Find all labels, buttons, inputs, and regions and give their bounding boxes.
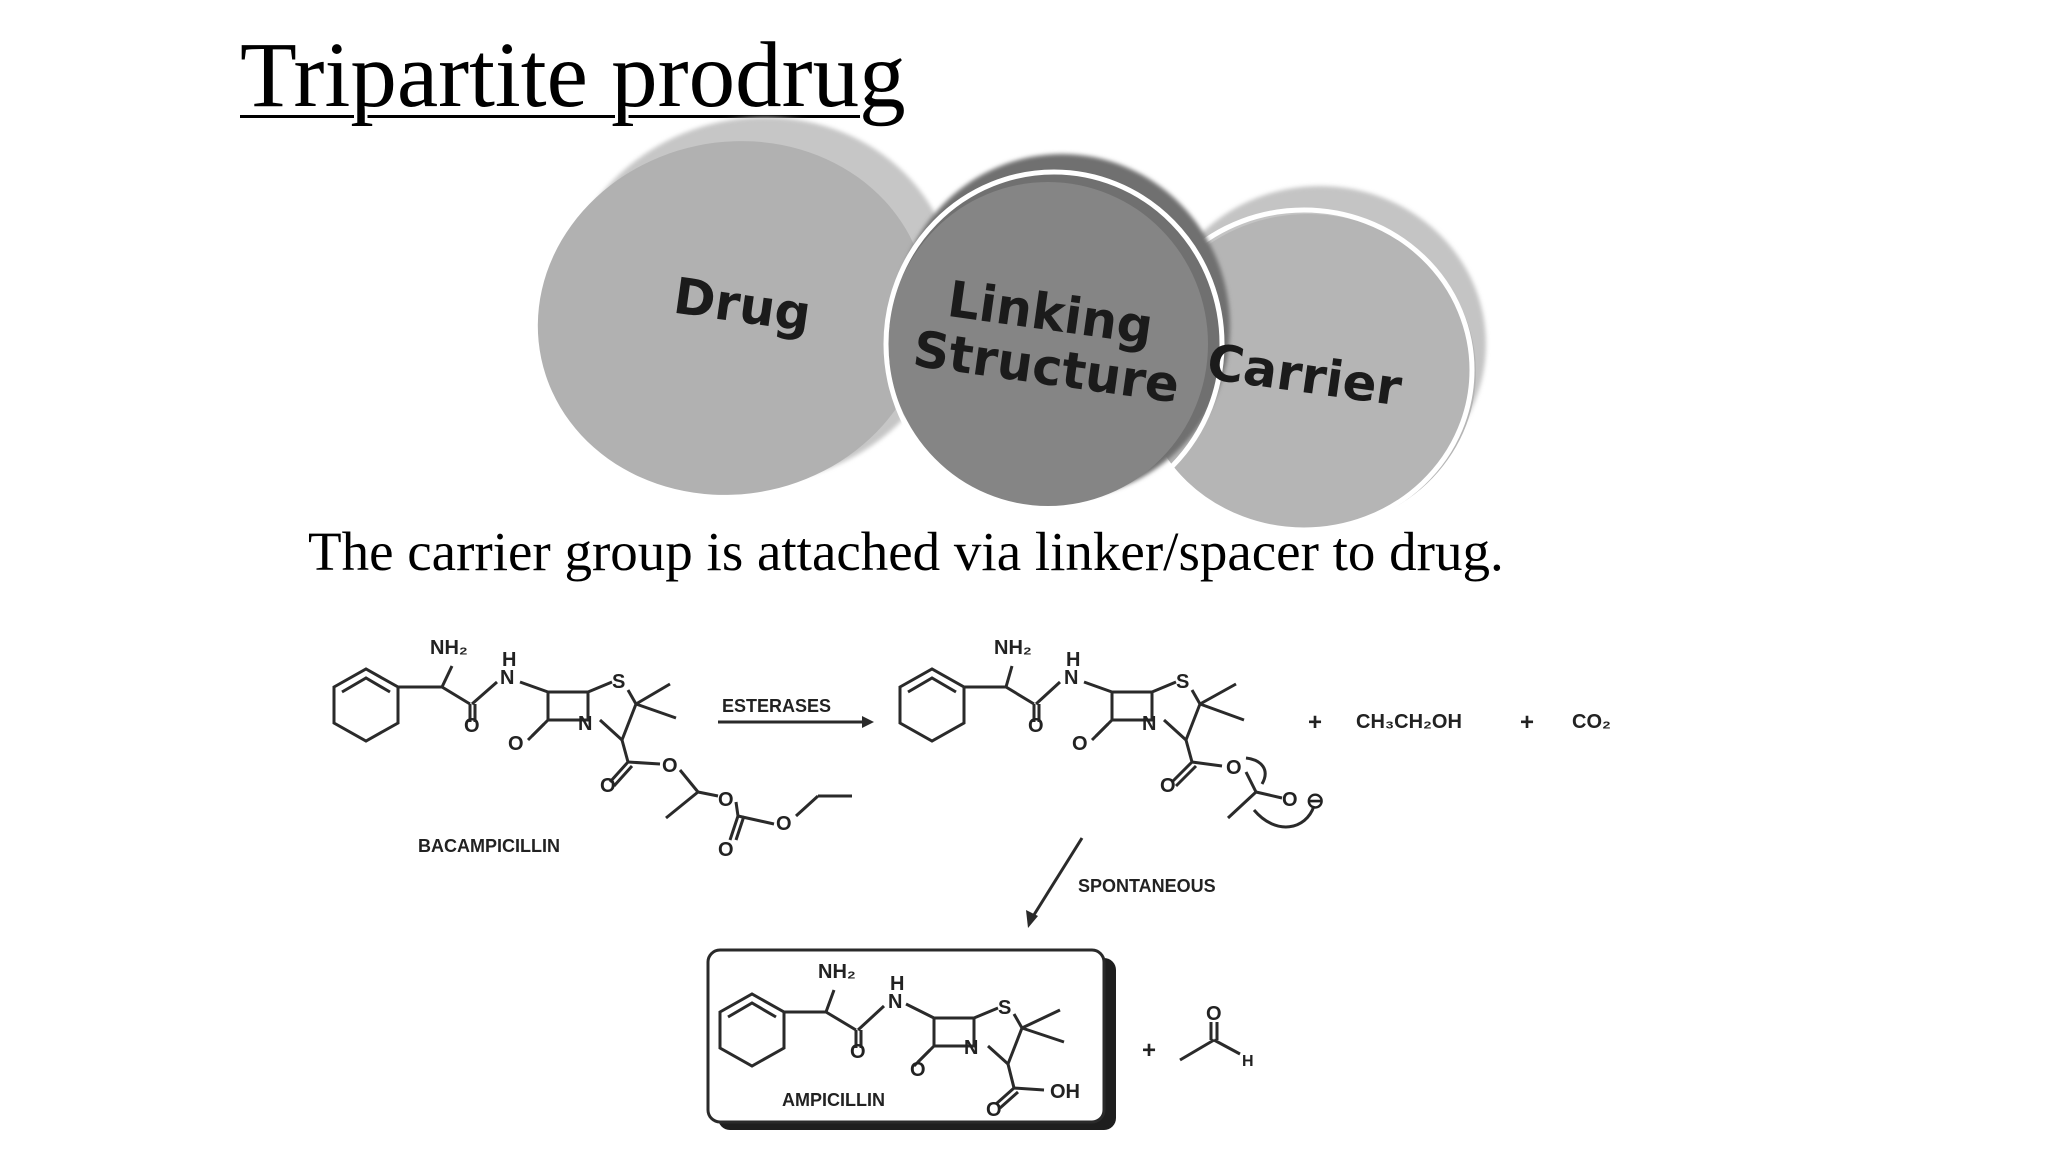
- acetaldehyde-structure: [1179, 1022, 1241, 1062]
- drug-circle: [537, 141, 929, 495]
- o-label: O: [662, 755, 678, 777]
- electron-arrow: [1252, 805, 1316, 829]
- benzene-ring: [898, 667, 966, 743]
- bacampicillin-structure: [332, 665, 852, 841]
- h-label: H: [890, 973, 904, 995]
- ampicillin-label: AMPICILLIN: [782, 1090, 885, 1110]
- n-label: N: [578, 713, 592, 735]
- o-label: O: [718, 839, 734, 861]
- n-label: N: [888, 991, 902, 1013]
- o-label: O: [1072, 733, 1088, 755]
- plus-sign: +: [1142, 1037, 1156, 1064]
- plus-sign: +: [1520, 709, 1534, 736]
- ethanol-label: CH₃CH₂OH: [1356, 711, 1462, 733]
- h-label: H: [502, 649, 516, 671]
- o-label: O: [1282, 789, 1298, 811]
- oh-label: OH: [1050, 1081, 1080, 1103]
- o-label: O: [1160, 775, 1176, 797]
- co2-label: CO₂: [1572, 711, 1611, 733]
- esterases-label: ESTERASES: [722, 696, 831, 716]
- o-label: O: [718, 789, 734, 811]
- s-label: S: [1176, 671, 1189, 693]
- o-label: O: [464, 715, 480, 737]
- caption: The carrier group is attached via linker…: [308, 521, 1504, 582]
- ampicillin-box: [706, 948, 1106, 1124]
- o-label: O: [1226, 757, 1242, 779]
- benzene-ring: [332, 667, 400, 743]
- intermediate-structure: [898, 665, 1316, 829]
- linker-circle: [888, 182, 1208, 506]
- linker-circle-outline: [883, 169, 1225, 519]
- o-label: O: [1028, 715, 1044, 737]
- electron-arrow: [1245, 756, 1267, 785]
- slide-title: Tripartite prodrug: [240, 24, 906, 127]
- o-label: O: [986, 1099, 1002, 1121]
- s-label: S: [612, 671, 625, 693]
- spontaneous-arrow: [1030, 837, 1084, 919]
- o-label: O: [910, 1059, 926, 1081]
- h-label: H: [1242, 1053, 1254, 1070]
- bacampicillin-label: BACAMPICILLIN: [418, 836, 560, 856]
- nh2-label: NH₂: [818, 961, 856, 983]
- o-label: O: [1206, 1003, 1222, 1025]
- nh2-label: NH₂: [994, 637, 1032, 659]
- o-label: O: [776, 813, 792, 835]
- o-label: O: [508, 733, 524, 755]
- benzene-ring: [718, 992, 786, 1068]
- plus-sign: +: [1308, 709, 1322, 736]
- ampicillin-structure: [718, 989, 1065, 1110]
- h-label: H: [1066, 649, 1080, 671]
- nh2-label: NH₂: [430, 637, 468, 659]
- o-label: O: [850, 1041, 866, 1063]
- n-label: N: [1142, 713, 1156, 735]
- o-label: O: [600, 775, 616, 797]
- spontaneous-label: SPONTANEOUS: [1078, 876, 1216, 896]
- s-label: S: [998, 997, 1011, 1019]
- n-label: N: [500, 667, 514, 689]
- n-label: N: [1064, 667, 1078, 689]
- negative-charge: ⊖: [1306, 788, 1324, 813]
- tripartite-venn-diagram: Drug Linking Structure Carrier: [537, 117, 1486, 533]
- n-label: N: [964, 1037, 978, 1059]
